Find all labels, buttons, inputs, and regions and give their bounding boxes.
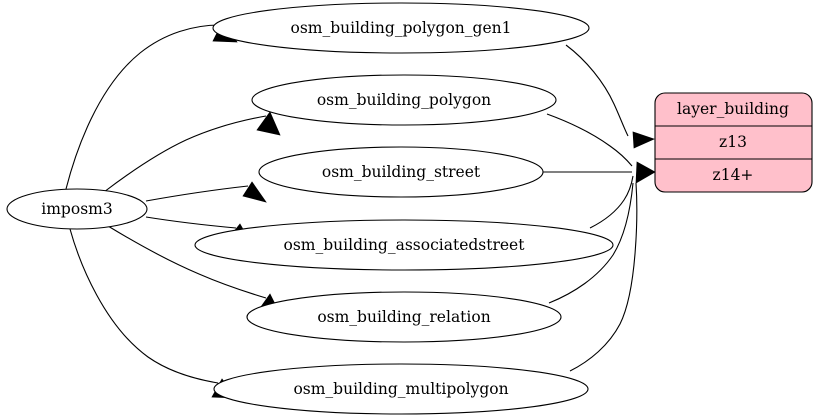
node-osm_building_multipolygon-label: osm_building_multipolygon <box>293 380 508 398</box>
edge-imposm3-to-osm_building_polygon_gen1 <box>65 24 221 190</box>
edge-imposm3-to-osm_building_polygon <box>103 115 267 193</box>
node-osm_building_polygon-label: osm_building_polygon <box>317 91 491 109</box>
node-osm_building_street-label: osm_building_street <box>322 163 481 181</box>
node-osm_building_polygon[interactable]: osm_building_polygon <box>251 74 557 126</box>
node-osm_building_polygon_gen1-shape[interactable] <box>212 2 590 54</box>
node-osm_building_polygon_gen1-label: osm_building_polygon_gen1 <box>291 19 512 37</box>
arrowhead-polygon_gen1-to-z13 <box>632 131 655 149</box>
node-imposm3-label: imposm3 <box>41 200 112 218</box>
record-row-z14plus: z14+ <box>713 166 754 184</box>
edge-osm_building_multipolygon-to-z14plus <box>569 182 638 372</box>
node-osm_building_polygon_gen1[interactable]: osm_building_polygon_gen1 <box>212 2 590 54</box>
node-osm_building_relation[interactable]: osm_building_relation <box>246 291 562 343</box>
node-layer_building-box[interactable] <box>654 92 813 193</box>
arrowhead-imposm3-to-osm_building_street <box>242 181 267 203</box>
node-osm_building_relation-label: osm_building_relation <box>317 308 490 326</box>
edge-osm_building_polygon_gen1-to-z13 <box>565 44 629 137</box>
node-osm_building_street-shape[interactable] <box>258 146 544 198</box>
edge-osm_building_relation-to-z14plus <box>548 182 634 304</box>
node-osm_building_associatedstreet-label: osm_building_associatedstreet <box>284 236 526 254</box>
node-group-ellipses: imposm3 osm_building_polygon_gen1 osm_bu… <box>6 2 614 415</box>
node-osm_building_multipolygon[interactable]: osm_building_multipolygon <box>213 363 589 415</box>
arrowhead-sources-to-z14plus <box>635 161 656 184</box>
edge-imposm3-to-osm_building_associatedstreet <box>145 216 237 229</box>
arrowhead-imposm3-to-osm_building_polygon <box>256 111 281 136</box>
node-osm_building_polygon-shape[interactable] <box>251 74 557 126</box>
record-row-z13: z13 <box>719 133 747 151</box>
node-osm_building_relation-shape[interactable] <box>246 291 562 343</box>
node-imposm3-shape[interactable] <box>6 188 148 230</box>
edge-imposm3-to-osm_building_relation <box>107 225 267 299</box>
record-row-layer_building: layer_building <box>677 100 789 118</box>
edge-imposm3-to-osm_building_street <box>145 185 249 202</box>
edge-osm_building_associatedstreet-to-z14plus <box>589 175 634 229</box>
node-osm_building_street[interactable]: osm_building_street <box>258 146 544 198</box>
edge-osm_building_polygon-to-z14plus <box>546 113 633 167</box>
node-osm_building_associatedstreet[interactable]: osm_building_associatedstreet <box>194 219 614 271</box>
node-osm_building_associatedstreet-shape[interactable] <box>194 219 614 271</box>
edge-imposm3-to-osm_building_multipolygon <box>69 228 219 384</box>
node-osm_building_multipolygon-shape[interactable] <box>213 363 589 415</box>
node-imposm3[interactable]: imposm3 <box>6 188 148 230</box>
edge-group-to-layer-building <box>543 44 656 372</box>
node-layer_building[interactable]: layer_building z13 z14+ <box>654 92 813 193</box>
